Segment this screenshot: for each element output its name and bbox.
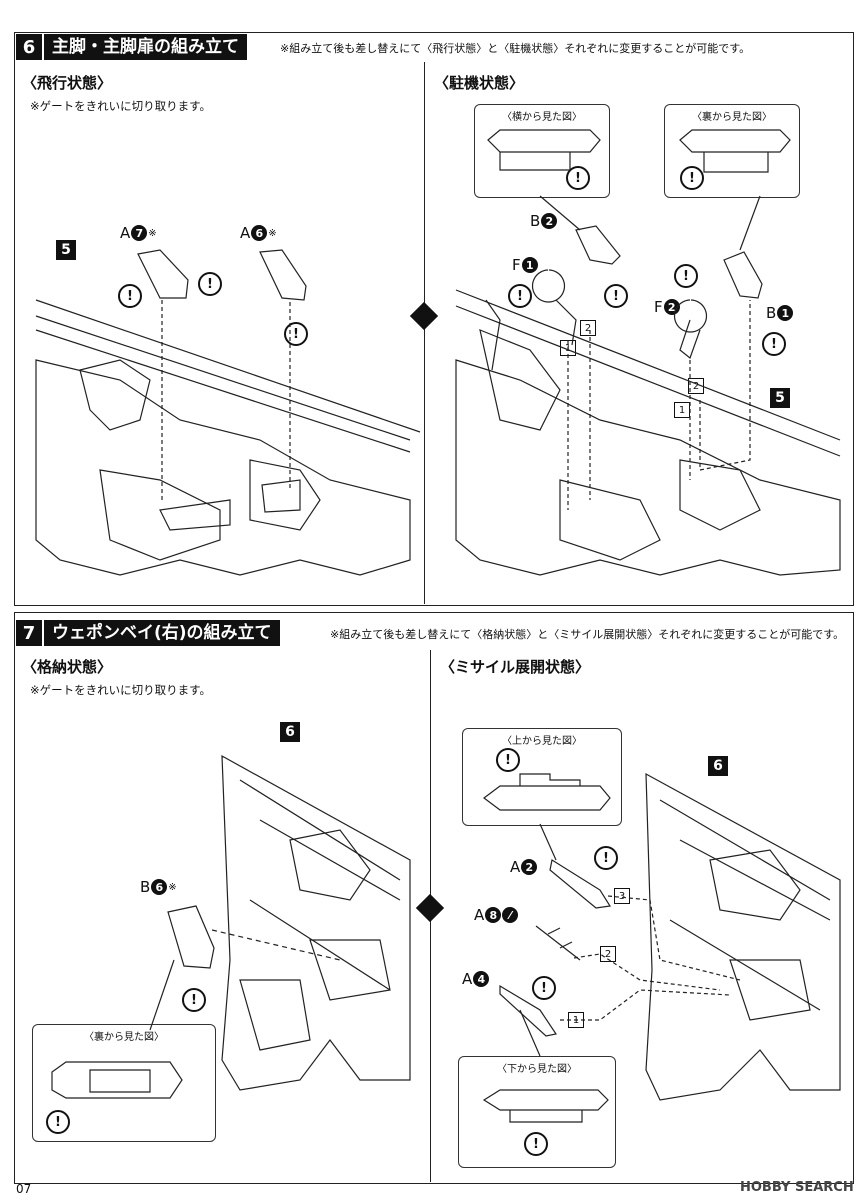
step6-part-a7: A 7 ※ [120,224,157,242]
step6-title: 主脚・主脚扉の組み立て [44,34,247,60]
step7-part-b6: B 6 ※ [140,878,177,896]
part-number: 6 [151,879,168,895]
step7-right-base-part: 6 [708,756,728,776]
step7-right-state: 〈ミサイル展開状態〉 [440,658,591,676]
part-letter: B [530,212,541,230]
step7-part-a2: A 2 [510,858,538,876]
attention-icon: ! [674,264,698,288]
step6-left-base-part: 5 [56,240,76,260]
step7-part-a4: A 4 [462,970,490,988]
attention-icon: ! [524,1132,548,1156]
part-number: 2 [541,213,558,229]
part-letter: A [240,224,251,242]
part-letter: A [462,970,473,988]
view-label: 〈横から見た図〉 [502,112,582,123]
attention-icon: ! [532,976,556,1000]
step7-left-base-part: 6 [280,722,300,742]
step6-number: 6 [16,34,42,60]
attention-icon: ! [594,846,618,870]
part-number: 6 [251,225,268,241]
attention-icon: ! [118,284,142,308]
cut-icon: ⁄ [502,907,519,923]
part-number: 8 [485,907,502,923]
part-mark: ※ [268,227,277,239]
step7-number: 7 [16,620,42,646]
attention-icon: ! [46,1110,70,1134]
part-letter: B [140,878,151,896]
step6-part-b2: B 2 [530,212,558,230]
part-number: 2 [521,859,538,875]
view-label: 〈裏から見た図〉 [692,112,772,123]
attention-icon: ! [508,284,532,308]
step6-note: ※組み立て後も差し替えにて〈飛行状態〉と〈駐機状態〉それぞれに変更することが可能… [280,42,751,55]
attention-icon: ! [680,166,704,190]
attention-icon: ! [762,332,786,356]
view-label: 〈下から見た図〉 [497,1064,577,1075]
part-number: 4 [473,971,490,987]
step6-part-f1: F 1 [512,256,538,274]
part-letter: A [510,858,521,876]
attention-icon: ! [198,272,222,296]
step7-title: ウェポンベイ(右)の組み立て [44,620,280,646]
attention-icon: ! [496,748,520,772]
step7-part-a8: A 8 ⁄ [474,906,519,924]
assembly-step-marker: 2 [580,320,596,336]
part-mark: ※ [168,881,177,893]
step7-note: ※組み立て後も差し替えにて〈格納状態〉と〈ミサイル展開状態〉それぞれに変更するこ… [330,628,845,641]
attention-icon: ! [182,988,206,1012]
step6-right-base-part: 5 [770,388,790,408]
assembly-step-marker: 3 [614,888,630,904]
part-letter: F [654,298,663,316]
page-number: 07 [16,1182,32,1196]
step6-header: 6 主脚・主脚扉の組み立て [16,34,247,60]
step7-header: 7 ウェポンベイ(右)の組み立て [16,620,280,646]
step6-part-a6: A 6 ※ [240,224,277,242]
step7-left-gate-note: ※ゲートをきれいに切り取ります。 [30,683,211,697]
part-letter: A [474,906,485,924]
view-label: 〈裏から見た図〉 [84,1032,164,1043]
step6-left-state: 〈飛行状態〉 [22,74,113,92]
step7-left-state: 〈格納状態〉 [22,658,113,676]
step6-right-state: 〈駐機状態〉 [434,74,525,92]
step6-left-gate-note: ※ゲートをきれいに切り取ります。 [30,99,211,113]
attention-icon: ! [604,284,628,308]
part-number: 1 [777,305,794,321]
attention-icon: ! [284,322,308,346]
part-letter: F [512,256,521,274]
part-letter: A [120,224,131,242]
part-mark: ※ [148,227,157,239]
part-number: 7 [131,225,148,241]
part-letter: B [766,304,777,322]
part-number: 1 [521,257,538,273]
watermark: HOBBY SEARCH [740,1180,854,1195]
assembly-step-marker: 2 [600,946,616,962]
step6-part-b1: B 1 [766,304,794,322]
step6-divider [424,62,425,604]
view-label: 〈上から見た図〉 [502,736,582,747]
